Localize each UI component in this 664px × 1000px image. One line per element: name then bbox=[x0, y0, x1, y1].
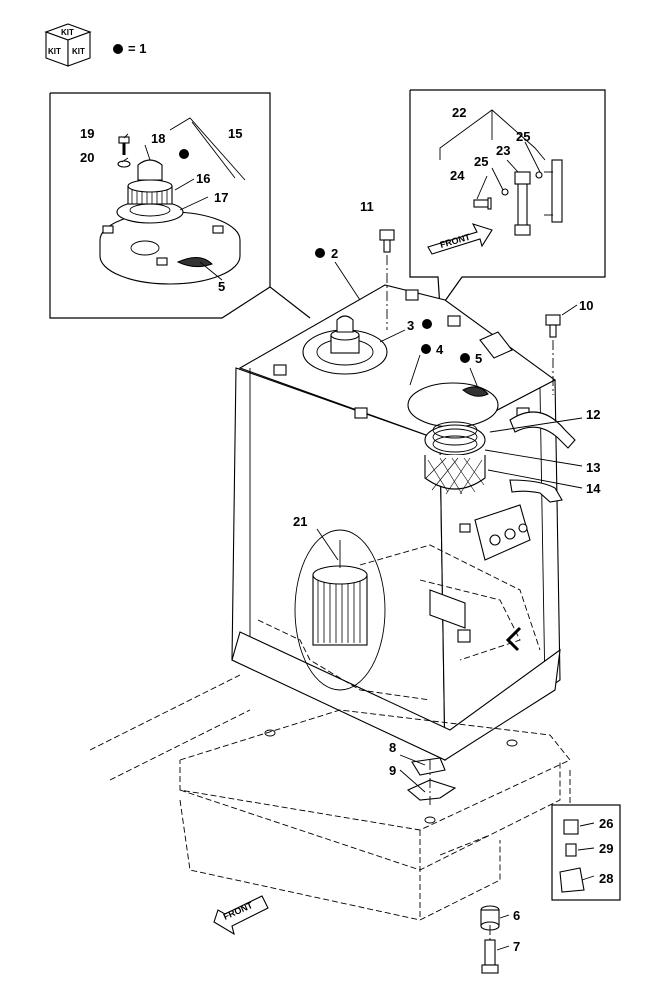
callout-3: 3 bbox=[407, 318, 414, 333]
front-arrow-top: FRONT bbox=[427, 223, 493, 255]
callout-24: 24 bbox=[450, 168, 465, 183]
detail-box-left bbox=[49, 92, 311, 319]
callout-14: 14 bbox=[586, 481, 601, 496]
bullet-icon bbox=[460, 353, 470, 363]
bullet-icon bbox=[422, 319, 432, 329]
kit-label-top: KIT bbox=[61, 28, 74, 37]
callout-9: 9 bbox=[389, 763, 396, 778]
callout-22: 22 bbox=[452, 105, 466, 120]
callout-7: 7 bbox=[513, 939, 520, 954]
callout-26: 26 bbox=[599, 816, 613, 831]
callout-16: 16 bbox=[196, 171, 210, 186]
callout-11: 11 bbox=[360, 199, 374, 214]
bullet-icon bbox=[179, 149, 189, 159]
callout-2: 2 bbox=[331, 246, 338, 261]
callout-13: 13 bbox=[586, 460, 600, 475]
kit-legend: KIT KIT KIT = 1 bbox=[44, 23, 146, 67]
bullet-icon bbox=[315, 248, 325, 258]
callout-5-detail: 5 bbox=[218, 279, 225, 294]
base-frame: FRONT bbox=[89, 674, 571, 936]
callout-21: 21 bbox=[293, 514, 307, 529]
callout-4: 4 bbox=[436, 342, 444, 357]
callout-20: 20 bbox=[80, 150, 94, 165]
callout-19: 19 bbox=[80, 126, 94, 141]
callouts: 2 3 4 5 5 6 7 8 9 10 11 12 13 14 15 16 1… bbox=[80, 105, 613, 954]
callout-18: 18 bbox=[151, 131, 165, 146]
callout-10: 10 bbox=[579, 298, 593, 313]
callout-6: 6 bbox=[513, 908, 520, 923]
leader-lines bbox=[121, 133, 595, 951]
kit-label-left: KIT bbox=[48, 47, 61, 56]
bullet-icon bbox=[421, 344, 431, 354]
callout-5-main: 5 bbox=[475, 351, 482, 366]
detail-box-right: FRONT bbox=[409, 89, 606, 309]
callout-17: 17 bbox=[214, 190, 228, 205]
callout-29: 29 bbox=[599, 841, 613, 856]
kit-bullet-icon bbox=[113, 44, 123, 54]
kit-cube-icon: KIT KIT KIT bbox=[44, 23, 92, 67]
hydraulic-tank bbox=[231, 284, 576, 762]
callout-25-right: 25 bbox=[516, 129, 530, 144]
callout-25-left: 25 bbox=[474, 154, 488, 169]
callout-12: 12 bbox=[586, 407, 600, 422]
callout-15: 15 bbox=[228, 126, 242, 141]
kit-equals-text: = 1 bbox=[128, 41, 146, 56]
callout-8: 8 bbox=[389, 740, 396, 755]
kit-label-right: KIT bbox=[72, 47, 85, 56]
front-arrow-bottom: FRONT bbox=[213, 895, 269, 936]
callout-23: 23 bbox=[496, 143, 510, 158]
small-parts bbox=[379, 229, 621, 974]
callout-28: 28 bbox=[599, 871, 613, 886]
